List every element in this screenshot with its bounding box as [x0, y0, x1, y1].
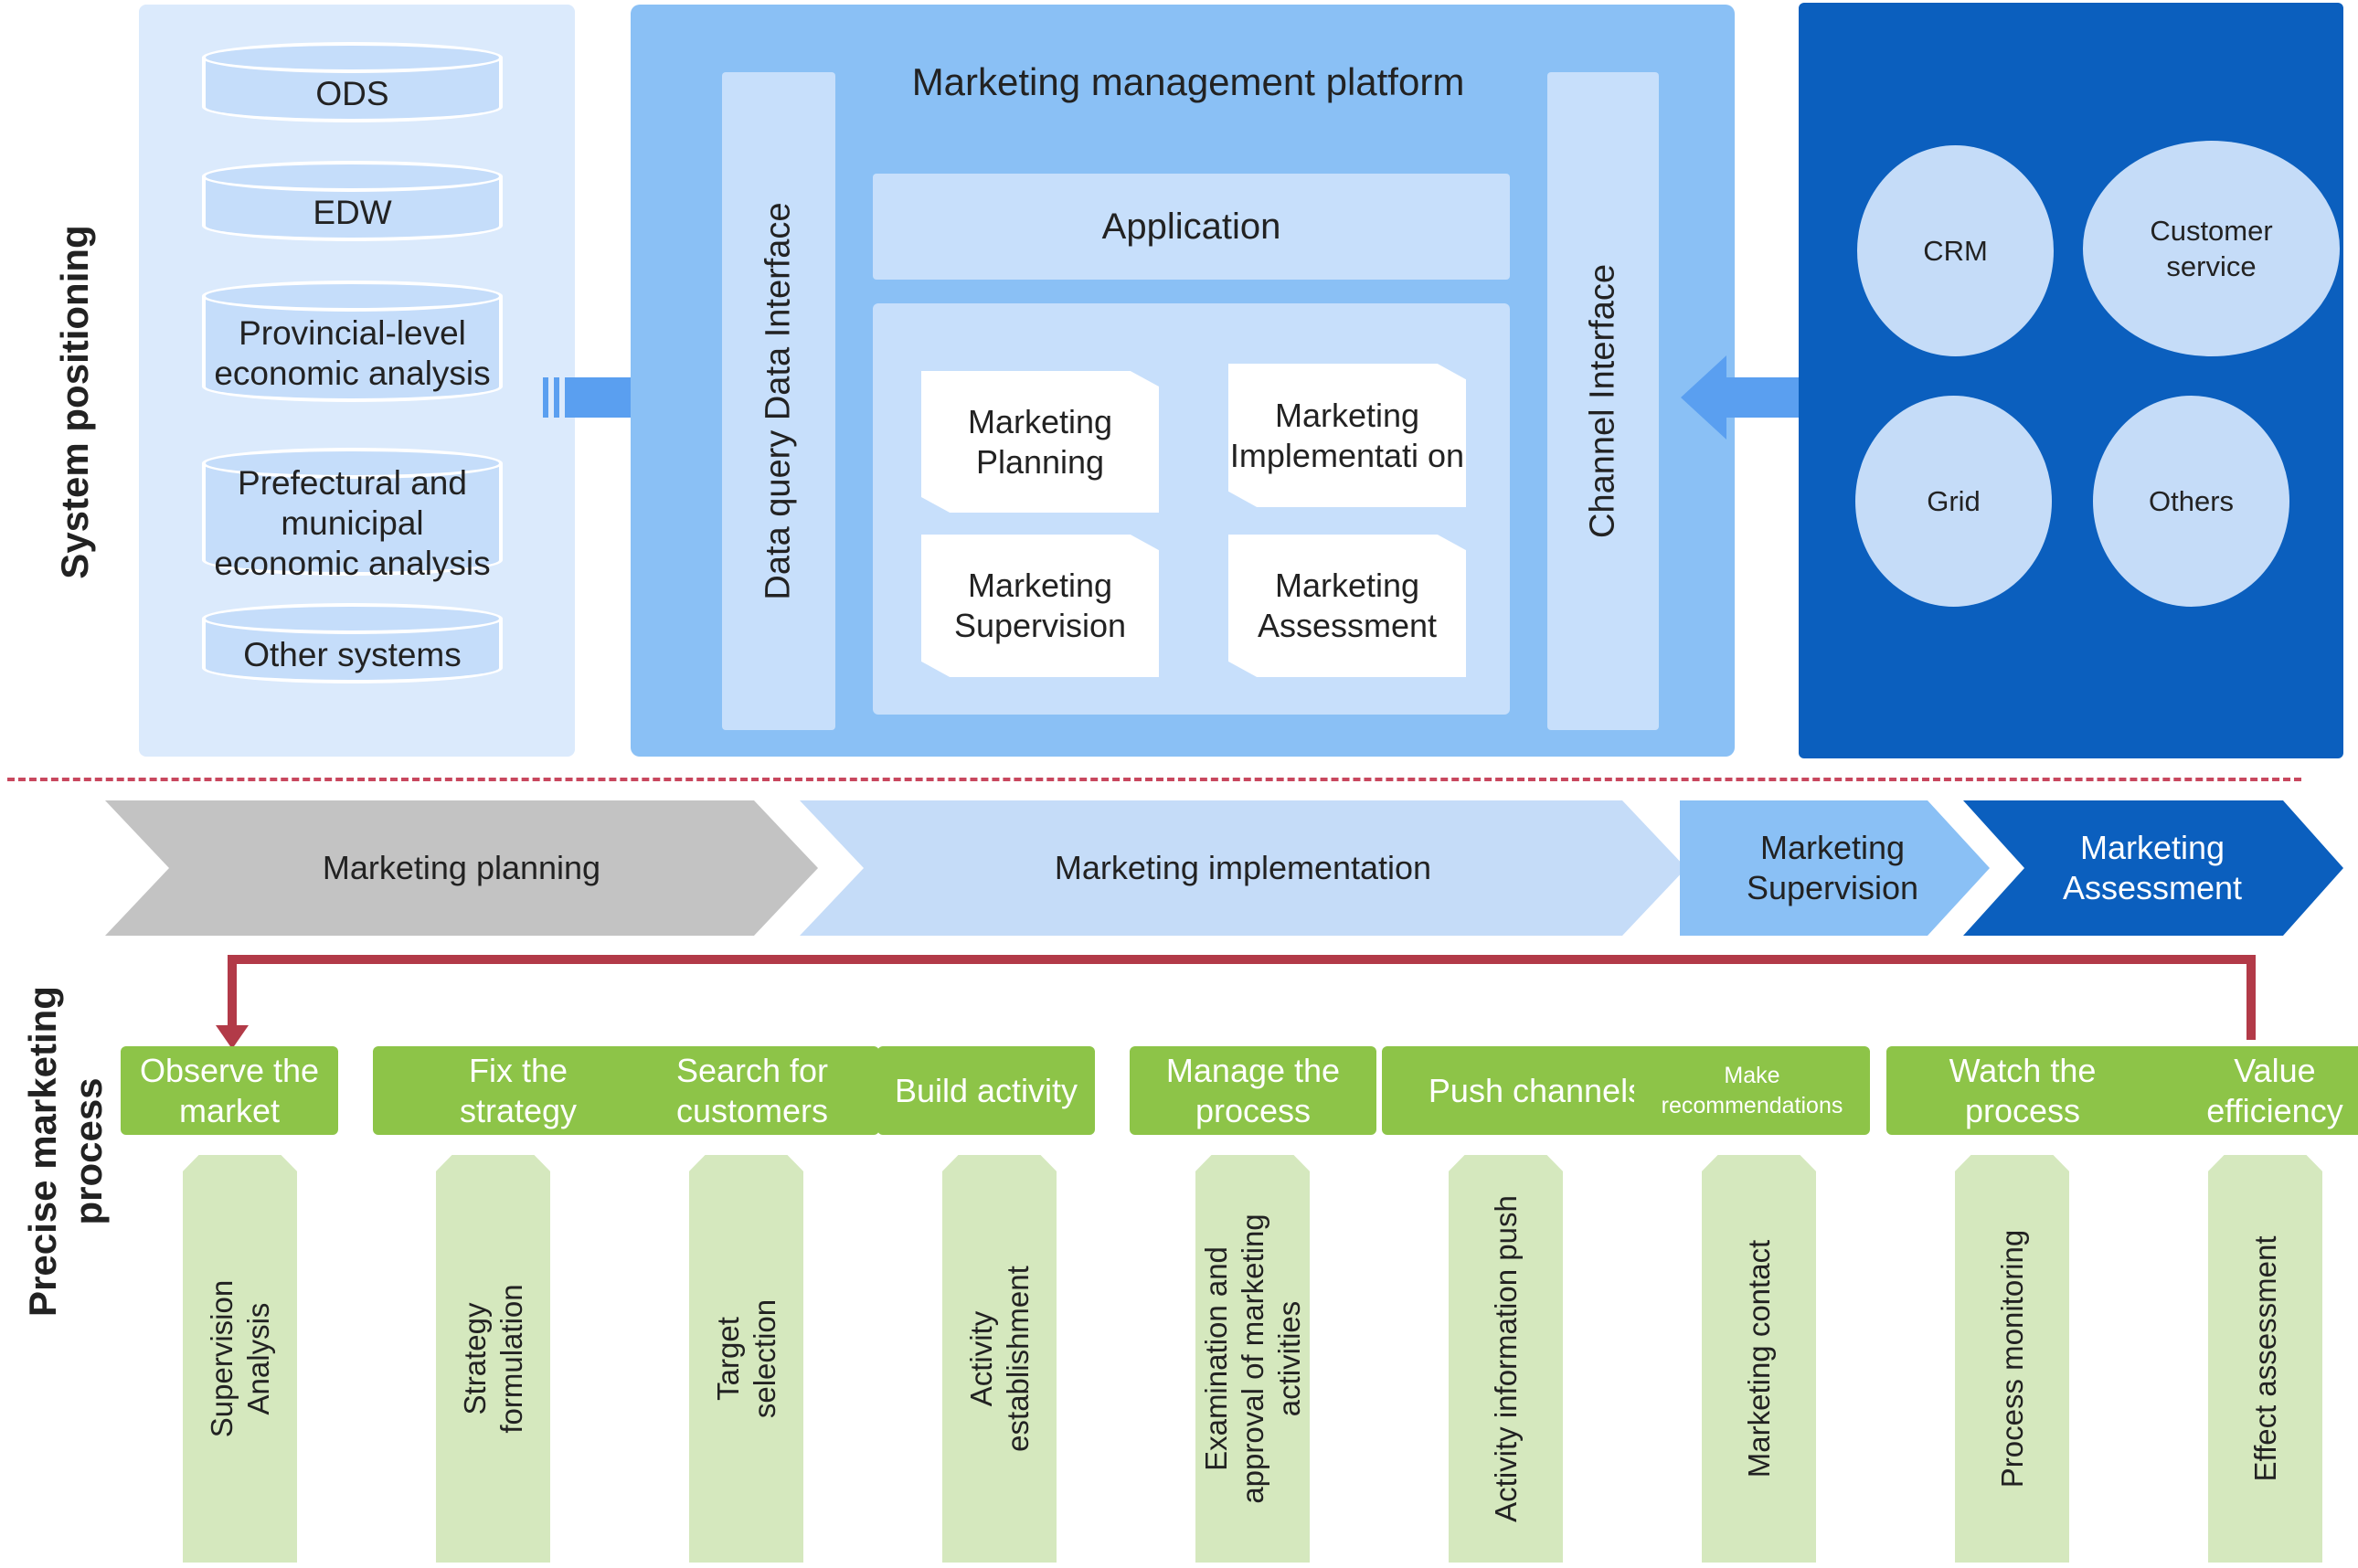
step-observe-market: Observe the market [121, 1046, 338, 1135]
data-source-edw: EDW [202, 161, 503, 241]
detail-effect-assessment: Effect assessment [2208, 1155, 2322, 1563]
phase-implementation-label: Marketing implementation [1054, 849, 1432, 886]
phase-chevrons [105, 800, 2343, 936]
channel-interface-label: Channel Interface [1583, 264, 1622, 538]
detail-marketing-contact: Marketing contact [1702, 1155, 1816, 1563]
phase-assessment-shape [1963, 800, 2343, 936]
step-make-recommendations: Make recommendations [1634, 1046, 1870, 1135]
detail-target-selection: Target selection [689, 1155, 803, 1563]
phase-planning-shape [105, 800, 818, 936]
detail-label: Supervision Analysis [204, 1279, 275, 1438]
detail-strategy-formulation: Strategy formulation [436, 1155, 550, 1563]
detail-label: Examination and approval of marketing ac… [1198, 1213, 1306, 1504]
step-manage-process: Manage the process [1130, 1046, 1376, 1135]
application-bar: Application [873, 174, 1510, 280]
module-marketing-planning: Marketing Planning [921, 371, 1159, 513]
data-source-label: Provincial-level economic analysis [214, 313, 491, 392]
phase-assessment-label: Marketing Assessment [2062, 829, 2243, 906]
channel-customer-service: Customer service [2083, 141, 2340, 356]
data-query-interface-label: Data query Data Interface [759, 202, 798, 600]
system-positioning-label: System positioning [53, 225, 96, 579]
channel-others: Others [2093, 396, 2289, 607]
data-source-label: Prefectural and municipal economic analy… [214, 464, 491, 582]
module-marketing-supervision: Marketing Supervision [921, 535, 1159, 677]
detail-activity-establishment: Activity establishment [942, 1155, 1057, 1563]
detail-label: Process monitoring [1994, 1229, 2029, 1489]
phase-supervision-label: Marketing Supervision [1746, 829, 1919, 906]
detail-process-monitoring: Process monitoring [1955, 1155, 2069, 1563]
data-source-label: EDW [313, 194, 392, 231]
platform-title: Marketing management platform [911, 60, 1465, 103]
detail-label: Effect assessment [2247, 1235, 2282, 1482]
detail-examination-approval: Examination and approval of marketing ac… [1195, 1155, 1310, 1563]
phase-planning-label: Marketing planning [322, 849, 601, 886]
step-watch-process: Watch the process [1886, 1046, 2159, 1135]
step-fix-strategy: Fix the strategy [373, 1046, 664, 1135]
detail-label: Target selection [710, 1298, 781, 1419]
channel-crm: CRM [1857, 145, 2054, 356]
data-source-prefectural: Prefectural and municipal economic analy… [202, 448, 503, 582]
section-divider [7, 778, 2301, 781]
data-query-interface: Data query Data Interface [722, 72, 835, 730]
module-marketing-implementation: Marketing Implementati on [1228, 364, 1466, 507]
detail-label: Strategy formulation [457, 1284, 528, 1434]
step-search-customers: Search for customers [625, 1046, 879, 1135]
detail-label: Activity information push [1488, 1195, 1523, 1522]
detail-label: Activity establishment [963, 1266, 1035, 1452]
data-source-ods: ODS [202, 42, 503, 122]
data-source-other: Other systems [202, 603, 503, 683]
step-value-efficiency: Value efficiency [2139, 1046, 2358, 1135]
data-source-provincial: Provincial-level economic analysis [202, 281, 503, 402]
arrow-down-icon [216, 1025, 249, 1049]
phase-supervision-shape [1680, 800, 1990, 936]
feedback-loop-arrow [216, 955, 2256, 1049]
channel-grid: Grid [1855, 396, 2052, 607]
phase-implementation-shape [800, 800, 1686, 936]
detail-label: Marketing contact [1741, 1239, 1776, 1478]
channels-panel [1799, 3, 2343, 758]
data-source-label: Other systems [243, 636, 462, 673]
step-build-activity: Build activity [877, 1046, 1095, 1135]
module-marketing-assessment: Marketing Assessment [1228, 535, 1466, 677]
detail-activity-information-push: Activity information push [1449, 1155, 1563, 1563]
detail-supervision-analysis: Supervision Analysis [183, 1155, 297, 1563]
channel-interface: Channel Interface [1547, 72, 1659, 730]
data-source-label: ODS [315, 75, 389, 112]
